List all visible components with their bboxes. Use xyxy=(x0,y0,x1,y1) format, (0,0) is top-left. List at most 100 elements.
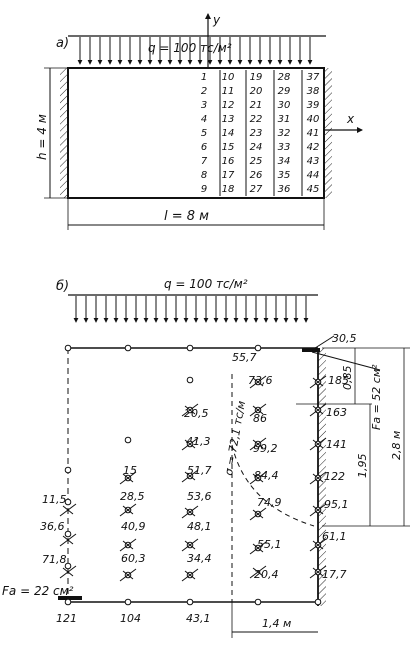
grid-number: 11 xyxy=(222,86,235,97)
grid-number: 17 xyxy=(222,170,235,181)
grid-number: 35 xyxy=(278,170,291,181)
svg-text:61,1: 61,1 xyxy=(322,530,347,543)
node xyxy=(314,598,322,606)
dim-1-4: 1,4 м xyxy=(262,617,291,630)
fa-bottom-label: Fa = 22 см² xyxy=(2,584,74,598)
grid-number: 31 xyxy=(278,114,291,125)
stress-arrow xyxy=(184,439,196,449)
node xyxy=(186,376,194,384)
grid-number: 6 xyxy=(201,142,207,153)
stress-arrow xyxy=(312,473,324,483)
rebar-bottom xyxy=(58,596,82,600)
grid-number: 5 xyxy=(201,128,207,139)
svg-text:121: 121 xyxy=(56,612,77,625)
grid-number: 36 xyxy=(278,184,291,195)
grid-number: 3 xyxy=(201,100,207,111)
support-right-b xyxy=(318,348,326,606)
load-arrows-b xyxy=(73,296,309,323)
axis-x-label: x xyxy=(346,112,355,126)
fa-top-area: Fa = 52 см² xyxy=(370,364,383,430)
svg-text:55,7: 55,7 xyxy=(232,351,257,364)
svg-text:11,5: 11,5 xyxy=(42,493,67,506)
grid-number: 24 xyxy=(250,142,263,153)
svg-text:163: 163 xyxy=(326,406,347,419)
svg-text:28,5: 28,5 xyxy=(120,490,145,503)
load-label-b: q = 100 тс/м² xyxy=(164,277,248,291)
load-label-a: q = 100 тс/м² xyxy=(148,41,232,55)
stress-arrow xyxy=(184,471,196,481)
span-label: l = 8 м xyxy=(164,209,209,224)
grid-number: 29 xyxy=(278,86,291,97)
support-right-a xyxy=(324,68,332,198)
stress-arrow xyxy=(252,509,264,519)
svg-text:104: 104 xyxy=(120,612,141,625)
grid-number: 25 xyxy=(250,156,263,167)
stress-arrow xyxy=(184,570,196,580)
node xyxy=(124,344,132,352)
stress-arrow xyxy=(184,540,196,550)
grid-number: 26 xyxy=(250,170,263,181)
svg-text:95,1: 95,1 xyxy=(324,498,349,511)
stress-arrow xyxy=(252,439,264,449)
node xyxy=(124,436,132,444)
node xyxy=(64,562,72,570)
svg-text:55,1: 55,1 xyxy=(257,538,282,551)
node xyxy=(254,598,262,606)
node xyxy=(186,598,194,606)
node xyxy=(186,344,194,352)
grid-number: 7 xyxy=(201,156,208,167)
node xyxy=(124,598,132,606)
grid-number: 45 xyxy=(307,184,320,195)
grid-number: 15 xyxy=(222,142,235,153)
load-arrows-a xyxy=(77,37,313,65)
dim-0-85: 0,85 xyxy=(341,366,354,391)
svg-text:74,9: 74,9 xyxy=(257,496,282,509)
height-label: h = 4 м xyxy=(35,114,49,160)
svg-text:48,1: 48,1 xyxy=(187,520,212,533)
svg-text:36,6: 36,6 xyxy=(40,520,65,533)
dim-2-8: 2,8 м xyxy=(390,431,403,460)
stress-crosses xyxy=(59,375,327,582)
svg-text:86: 86 xyxy=(253,412,267,425)
stress-arrow xyxy=(122,505,134,515)
fa-top-force: 30,5 xyxy=(332,332,357,345)
stress-arrow xyxy=(184,405,196,415)
node xyxy=(64,344,72,352)
grid-number: 19 xyxy=(250,72,263,83)
grid-number: 34 xyxy=(278,156,291,167)
svg-text:40,9: 40,9 xyxy=(121,520,146,533)
grid-number: 2 xyxy=(201,86,207,97)
grid-number: 40 xyxy=(307,114,320,125)
grid-number: 18 xyxy=(222,184,235,195)
node xyxy=(64,530,72,538)
stress-arrow xyxy=(252,543,264,553)
grid-number: 33 xyxy=(278,142,291,153)
dim-1-95: 1,95 xyxy=(356,454,369,479)
stress-arrow xyxy=(312,505,324,515)
grid-number: 39 xyxy=(307,100,320,111)
stress-arrow xyxy=(252,405,264,415)
stress-arrow xyxy=(184,507,196,517)
stress-arrow xyxy=(62,505,74,515)
node xyxy=(64,498,72,506)
grid-number: 13 xyxy=(222,114,235,125)
stress-arrow xyxy=(252,473,264,483)
grid-number: 4 xyxy=(201,114,207,125)
svg-text:53,6: 53,6 xyxy=(187,490,212,503)
sigma-label: σ = 72,1 тс/м xyxy=(222,400,248,477)
stress-arrow xyxy=(122,540,134,550)
grid-number: 16 xyxy=(222,156,235,167)
grid-number: 21 xyxy=(250,100,263,111)
grid-number: 41 xyxy=(307,128,320,139)
grid-number: 32 xyxy=(278,128,291,139)
panel-b-label: б) xyxy=(56,279,69,294)
stress-arrow xyxy=(122,570,134,580)
grid-number: 8 xyxy=(201,170,207,181)
svg-text:43,1: 43,1 xyxy=(186,612,211,625)
svg-text:141: 141 xyxy=(326,438,347,451)
grid-number: 23 xyxy=(250,128,263,139)
grid-number: 30 xyxy=(278,100,291,111)
